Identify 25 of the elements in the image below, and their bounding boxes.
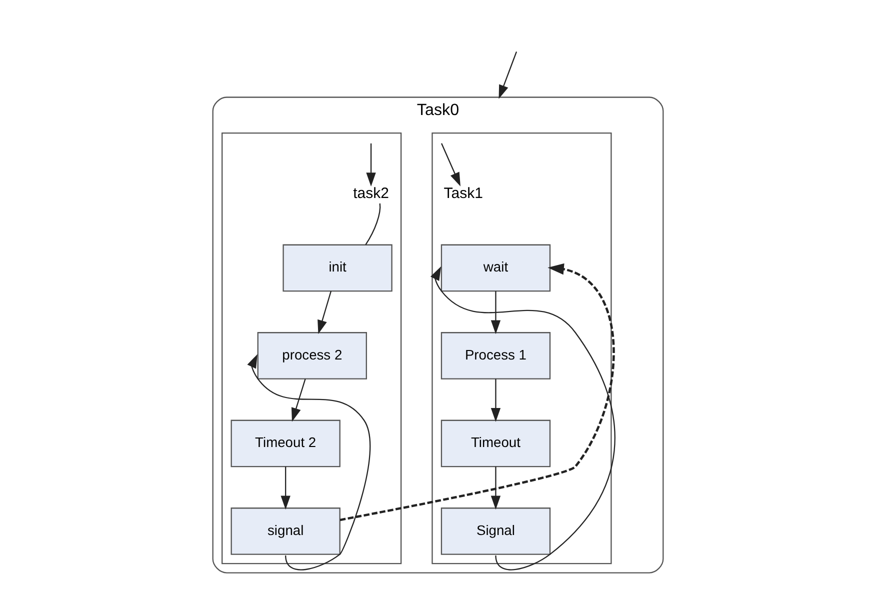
node-text: task2 (352, 185, 388, 202)
node-box: Timeout (440, 420, 550, 468)
node-box: init (282, 244, 392, 292)
arrow (339, 263, 614, 522)
arrow (290, 378, 306, 422)
arrow (498, 51, 517, 99)
arrow (490, 378, 500, 422)
arrow (246, 354, 370, 570)
node-box: wait (440, 244, 550, 292)
connector (364, 203, 380, 245)
arrow (430, 266, 615, 570)
arrow (366, 143, 376, 186)
node-box: signal (230, 508, 340, 555)
arrow (280, 466, 290, 510)
node-box: Timeout 2 (230, 420, 340, 468)
node-box: Process 1 (440, 332, 550, 380)
node-box: Signal (440, 508, 550, 555)
node-box: process 2 (256, 332, 366, 380)
arrow (490, 466, 500, 510)
cluster (431, 132, 612, 564)
arrow (440, 143, 460, 186)
node-text: Task1 (443, 185, 482, 202)
arrow (490, 291, 500, 334)
cluster (221, 132, 402, 564)
arrow (317, 290, 332, 334)
